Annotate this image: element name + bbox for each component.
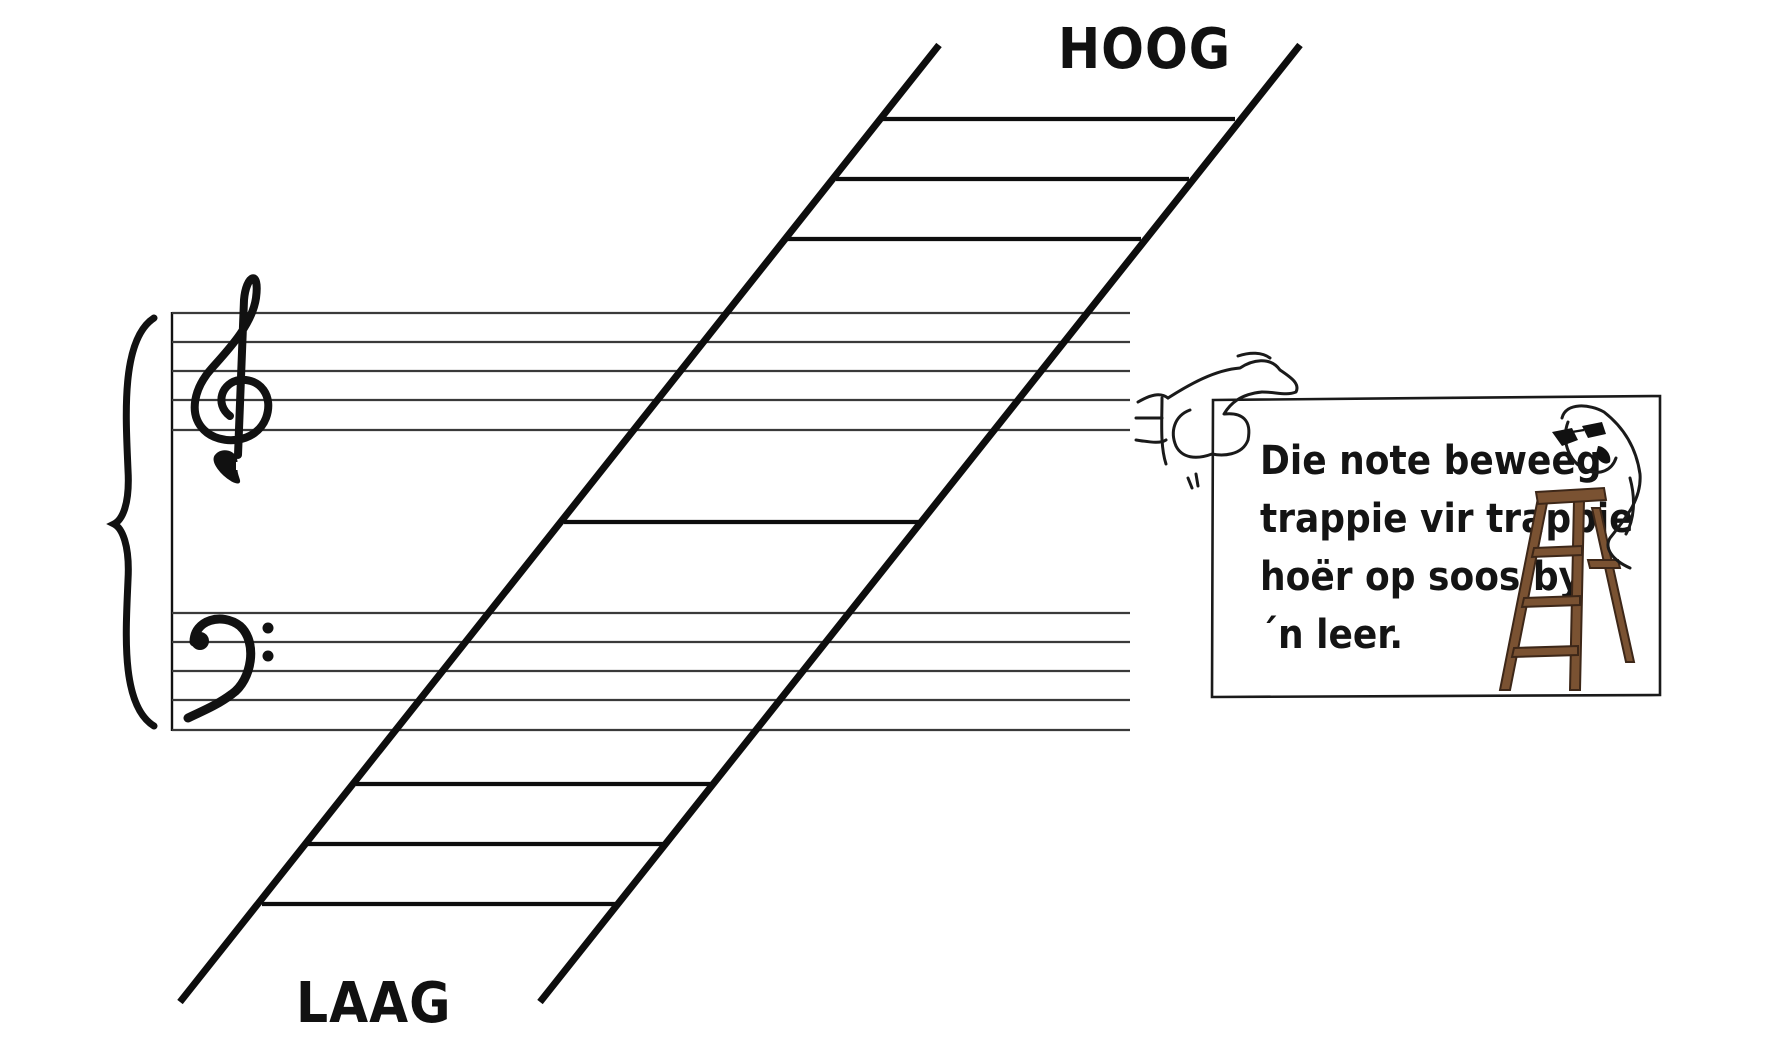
bass-clef-icon (183, 614, 274, 723)
treble-staff (172, 311, 1130, 432)
wooden-ladder-icon (1498, 486, 1636, 691)
treble-clef-icon (190, 274, 273, 484)
hand-holding-sign-icon (1134, 351, 1299, 490)
grand-staff-brace-icon (106, 314, 158, 730)
note-card-line: Die note beweeg (1260, 438, 1602, 484)
ladder (177, 42, 1303, 1005)
bass-staff (172, 611, 1130, 732)
note-card-line: trappie vir trappie (1260, 496, 1634, 542)
label-low: LAAG (296, 971, 451, 1036)
label-high: HOOG (1058, 17, 1231, 82)
ladder-rail-left (177, 42, 942, 1005)
note-card: Die note beweeg trappie vir trappie hoër… (1134, 351, 1662, 699)
note-card-line: ´n leer. (1260, 612, 1403, 658)
note-character-with-sunglasses-icon (1552, 404, 1642, 570)
